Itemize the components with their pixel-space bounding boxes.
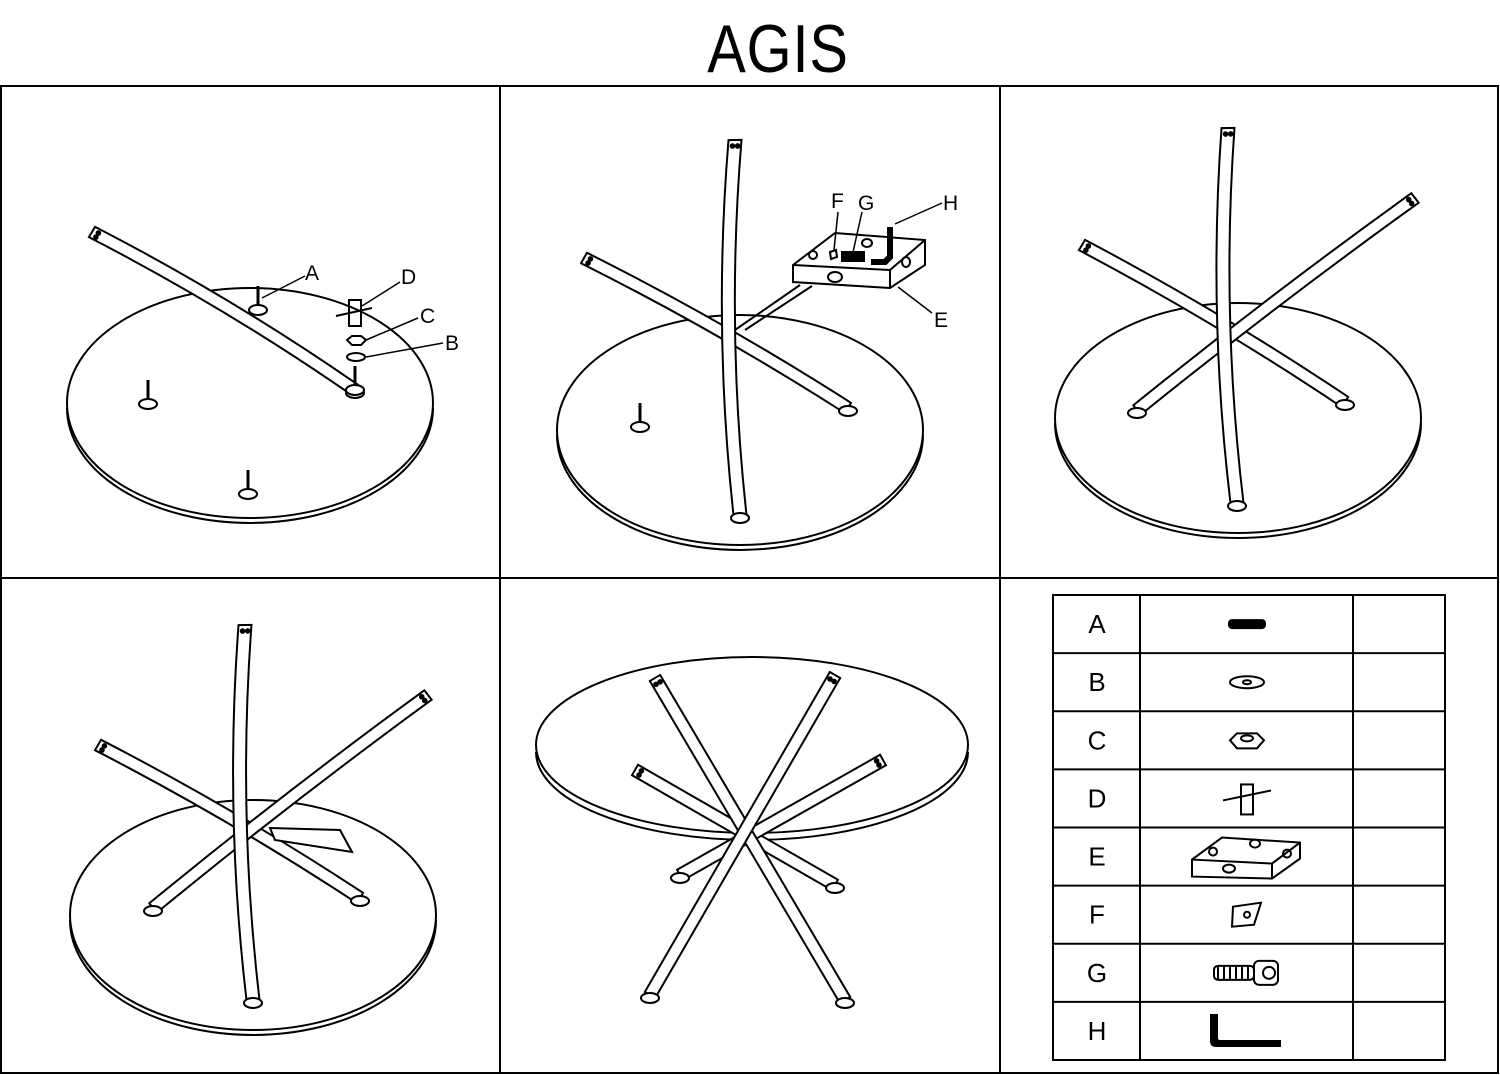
table-leg <box>640 670 842 1004</box>
part-id: C <box>1088 725 1107 755</box>
leg-foot-pad <box>143 905 163 917</box>
page-title: AGIS <box>707 11 849 87</box>
threaded-stud-icon <box>345 366 365 396</box>
leg-foot-pad <box>1335 399 1355 411</box>
parts-table-row: C <box>1088 725 1266 755</box>
allen-key-icon <box>871 227 893 265</box>
panel-grid-border <box>0 85 1499 1074</box>
part-id: F <box>1089 900 1105 930</box>
part-id: G <box>1087 958 1107 988</box>
parts-table-row: F <box>1089 900 1263 930</box>
square-plate-icon <box>1230 901 1263 928</box>
label-c: C <box>420 305 435 328</box>
table-leg <box>630 763 845 894</box>
threaded-stud-icon <box>138 380 158 410</box>
parts-table-row: D <box>1088 783 1272 816</box>
parts-table-row: G <box>1087 958 1279 988</box>
hex-nut-icon <box>1228 732 1266 750</box>
hex-bolt-icon <box>1213 959 1279 986</box>
threaded-stud-icon <box>1228 619 1266 630</box>
label-h: H <box>943 192 958 215</box>
parts-table-row: A <box>1088 609 1266 639</box>
washer-icon <box>346 352 366 362</box>
part-id: B <box>1088 667 1105 697</box>
step-5-panel <box>535 656 969 1009</box>
glass-tabletop <box>556 314 924 551</box>
leg-foot-pad <box>825 882 845 894</box>
label-g: G <box>858 192 874 215</box>
leg-foot-pad <box>730 512 750 524</box>
table-leg <box>1077 238 1355 411</box>
bracket-box-e <box>734 227 926 331</box>
hex-spacer-icon <box>1222 783 1272 816</box>
parts-table-row: B <box>1088 667 1265 697</box>
bracket-box-icon <box>1191 836 1301 880</box>
table-leg <box>93 738 370 907</box>
part-id: H <box>1088 1016 1107 1046</box>
square-plate-icon <box>828 248 839 261</box>
threaded-stud-icon <box>248 286 268 316</box>
label-f: F <box>831 190 844 213</box>
label-a: A <box>305 262 319 285</box>
leg-foot-pad <box>838 405 858 417</box>
washer-icon <box>1229 675 1265 690</box>
step-4-panel <box>69 623 437 1036</box>
leg-foot-pad <box>640 992 660 1004</box>
parts-table-row: H <box>1088 1013 1281 1047</box>
label-d: D <box>401 266 416 289</box>
table-leg <box>720 138 750 524</box>
hex-nut-icon <box>345 335 368 346</box>
label-b: B <box>445 332 459 355</box>
threaded-stud-icon <box>630 403 650 433</box>
label-e: E <box>934 309 948 332</box>
step-3-panel <box>1054 126 1422 539</box>
glass-tabletop <box>69 799 437 1036</box>
leg-foot-pad <box>1127 407 1147 419</box>
table-leg <box>579 251 858 417</box>
glass-tabletop <box>66 287 434 524</box>
table-leg <box>87 225 365 399</box>
leg-foot-pad <box>243 997 263 1009</box>
leg-foot-pad <box>670 872 690 884</box>
table-leg <box>232 623 263 1009</box>
table-leg <box>143 688 434 917</box>
allen-key-icon <box>1210 1013 1281 1047</box>
table-leg <box>1127 191 1421 419</box>
glass-tabletop <box>1054 302 1422 539</box>
leg-foot-pad <box>835 997 855 1009</box>
table-leg <box>648 673 855 1009</box>
parts-table-row: E <box>1088 836 1301 880</box>
table-leg <box>1215 126 1247 512</box>
hex-bolt-icon <box>841 251 865 262</box>
step-1-panel: A D C B <box>66 225 459 524</box>
part-id: D <box>1088 783 1107 813</box>
part-id: E <box>1088 842 1105 872</box>
leg-foot-pad <box>350 895 370 907</box>
leg-foot-pad <box>1227 500 1247 512</box>
leg-bracket <box>268 826 354 854</box>
step-2-panel: F G H E <box>556 138 958 551</box>
hex-spacer-icon <box>335 299 373 327</box>
threaded-stud-icon <box>238 470 258 500</box>
part-id: A <box>1088 609 1106 639</box>
